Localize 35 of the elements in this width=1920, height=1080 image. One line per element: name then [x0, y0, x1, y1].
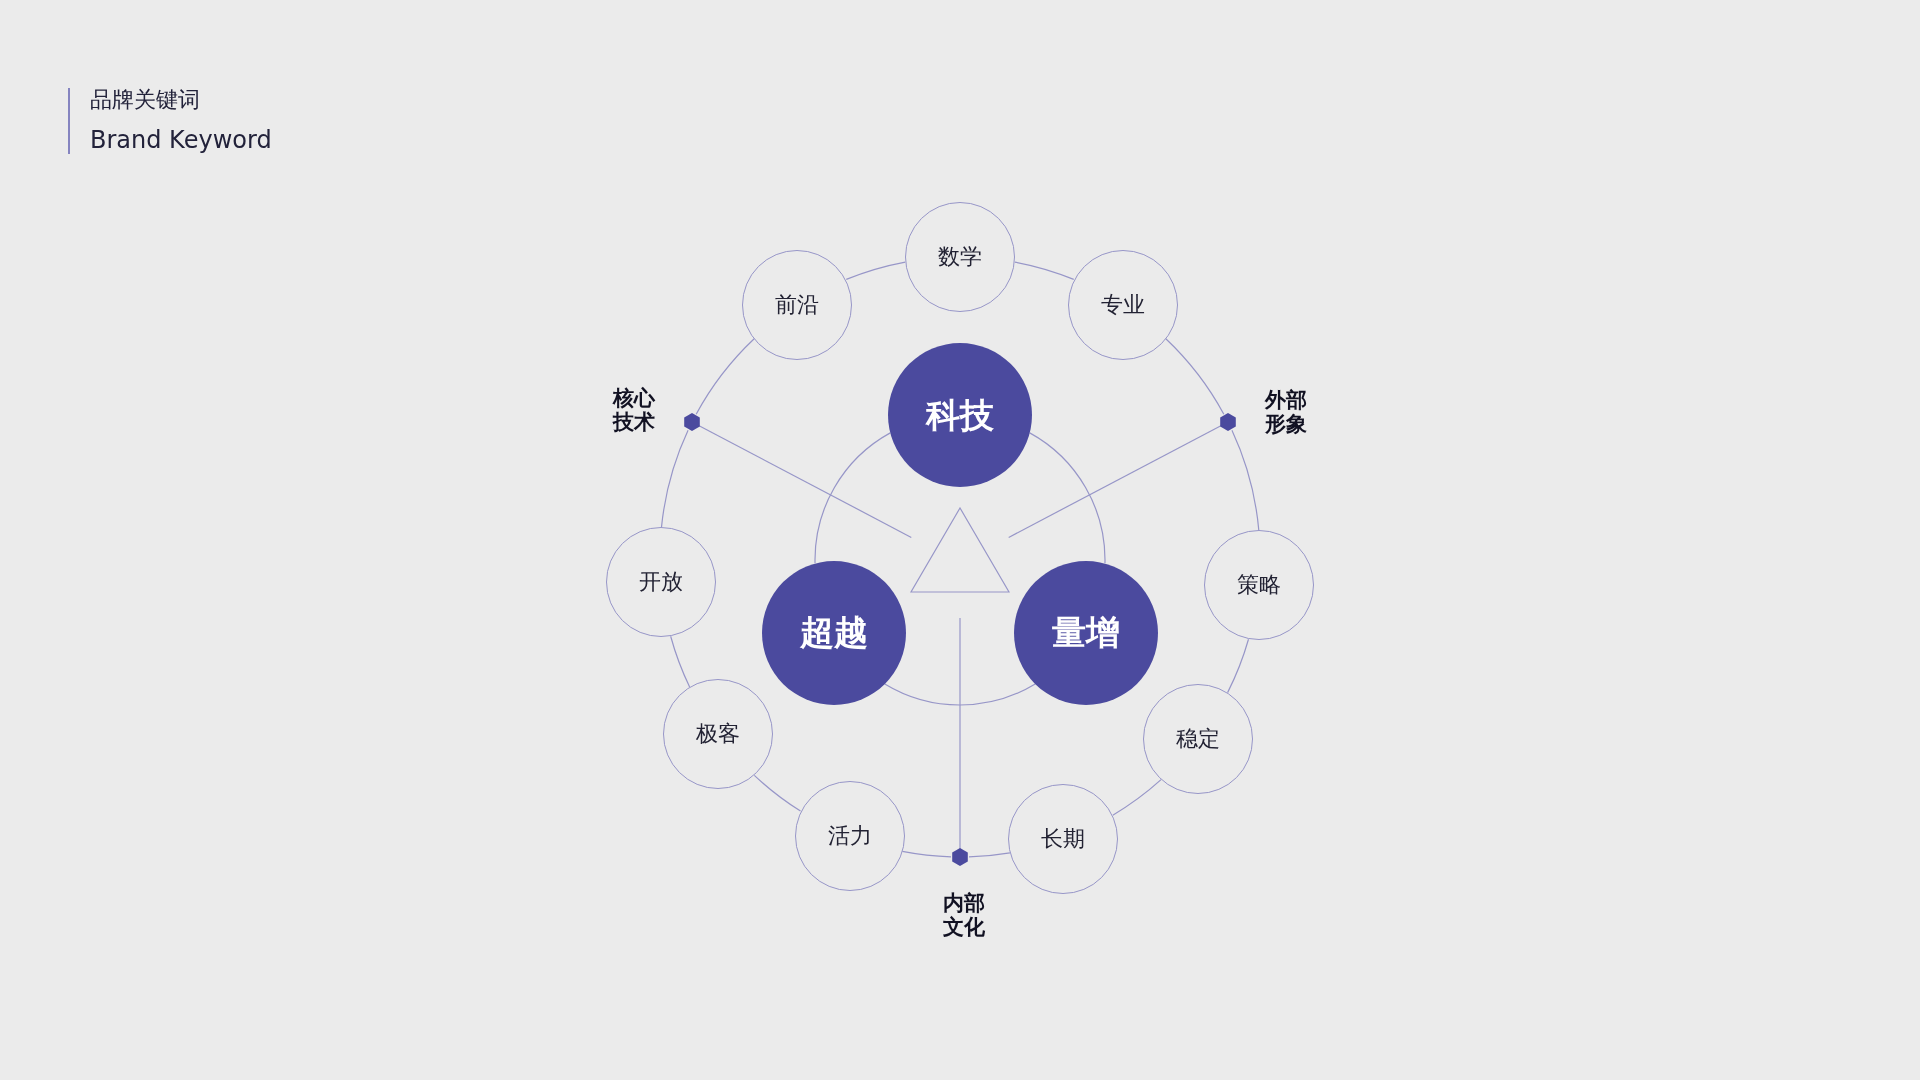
- connector-line: [1231, 429, 1260, 531]
- keyword-text: 活力: [827, 822, 872, 850]
- category-label: 核心技术: [613, 386, 655, 435]
- category-label: 内部文化: [943, 891, 985, 940]
- keyword-text: 开放: [639, 568, 684, 596]
- keyword-text: 超越: [800, 611, 869, 654]
- keyword-text: 稳定: [1176, 725, 1221, 753]
- connector-line: [1008, 424, 1223, 538]
- keyword-text: 科技: [926, 393, 994, 437]
- connector-line: [1227, 638, 1250, 694]
- keyword-text: 量增: [1051, 611, 1120, 654]
- category-label: 外部形象: [1265, 388, 1307, 437]
- connector-line: [753, 774, 802, 812]
- triangle: [910, 507, 1010, 593]
- connector-line: [1014, 261, 1075, 280]
- connector-line: [697, 424, 912, 538]
- page-subtitle: Brand Keyword: [90, 125, 272, 155]
- connector-line: [814, 432, 891, 564]
- keyword-text: 极客: [695, 720, 740, 748]
- keyword-text: 长期: [1041, 824, 1086, 853]
- connector-line: [1165, 338, 1225, 415]
- connector-line: [1112, 779, 1162, 816]
- connector-line: [968, 852, 1011, 858]
- connector-line: [695, 338, 755, 415]
- connector-line: [845, 261, 906, 280]
- keyword-text: 数学: [938, 243, 982, 271]
- keyword-text: 专业: [1100, 291, 1145, 319]
- connector-line: [660, 429, 689, 528]
- page-title: 品牌关键词: [90, 86, 200, 114]
- connector-line: [901, 850, 952, 858]
- connector-line: [884, 683, 1036, 706]
- connector-line: [670, 635, 691, 688]
- keyword-text: 前沿: [775, 291, 820, 319]
- connector-line: [1029, 432, 1106, 564]
- keyword-text: 策略: [1236, 571, 1281, 599]
